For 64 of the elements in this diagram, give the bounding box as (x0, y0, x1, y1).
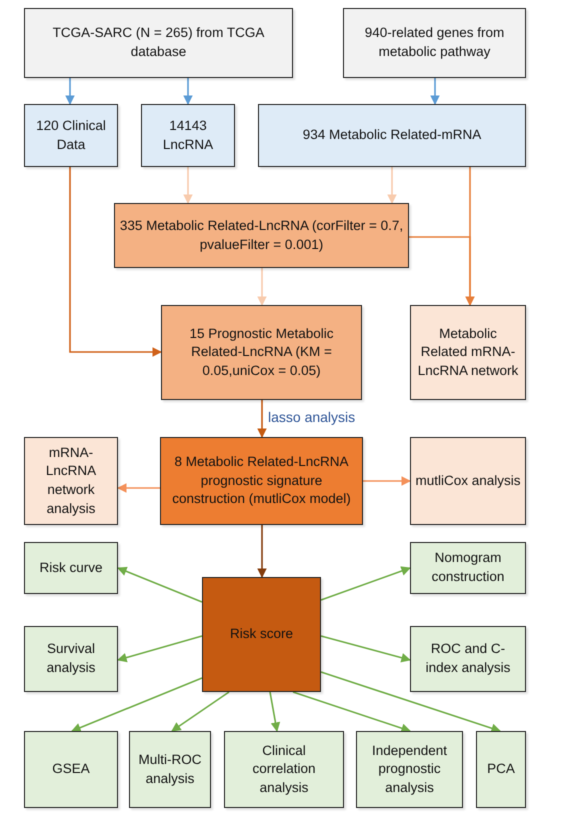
node-text: Nomogram construction (430, 549, 506, 586)
arrow (117, 483, 160, 493)
node-text: Clinical correlation analysis (251, 742, 317, 797)
arrow (183, 78, 193, 105)
node-text: 14143 LncRNA (162, 116, 214, 154)
process-box (258, 104, 526, 167)
edge-label: lasso analysis (266, 408, 358, 424)
arrow (65, 78, 75, 105)
process-box (476, 731, 526, 808)
node-text: 120 Clinical Data (35, 116, 107, 154)
node-text: Survival analysis (46, 640, 96, 677)
node-text: ROC and C-index analysis (424, 640, 512, 677)
process-box (356, 731, 463, 808)
node-text: TCGA-SARC (N = 265) from TCGA database (52, 24, 266, 61)
arrow (257, 525, 267, 578)
process-box (24, 542, 118, 594)
arrow (257, 268, 267, 306)
node-text: Multi-ROC analysis (138, 750, 202, 788)
process-box (410, 437, 526, 525)
source-box (343, 8, 526, 78)
process-box (24, 437, 118, 525)
process-box (24, 104, 118, 167)
process-box (410, 542, 526, 594)
node-text: mutliCox analysis (415, 472, 521, 490)
process-box (160, 437, 363, 525)
node-text: 934 Metabolic Related-mRNA (302, 126, 482, 144)
node-text: PCA (487, 760, 515, 778)
arrow (363, 476, 411, 486)
process-box (24, 626, 118, 692)
node-text: Risk score (230, 625, 293, 644)
arrow (117, 566, 202, 603)
arrow (320, 671, 501, 733)
process-box (141, 104, 235, 167)
node-text: Independent prognostic analysis (370, 742, 448, 797)
arrow (320, 635, 411, 662)
process-box (129, 731, 211, 808)
arrow (320, 566, 411, 601)
source-box (24, 8, 293, 78)
process-box (410, 305, 526, 400)
arrow (257, 400, 267, 438)
node-text: GSEA (52, 760, 90, 778)
arrow (183, 167, 193, 204)
node-text: Metabolic Related mRNA-LncRNA network (416, 324, 520, 380)
process-box (410, 626, 526, 692)
node-text: 335 Metabolic Related-LncRNA (corFilter = 0.7, pvalueFilter = 0.001) (119, 216, 404, 254)
score-box (202, 577, 321, 692)
node-text: 15 Prognostic Metabolic Related-LncRNA (KM = 0.05,uniCox = 0.05) (188, 324, 335, 380)
arrow (69, 167, 162, 357)
process-box (24, 731, 118, 808)
node-text: 940-related genes from metabolic pathway (364, 24, 506, 61)
process-box (224, 731, 344, 808)
node-text: mRNA-LncRNA network analysis (44, 444, 98, 518)
arrow (117, 635, 202, 662)
node-text: Risk curve (39, 558, 102, 577)
arrow (387, 167, 397, 204)
arrow (292, 691, 411, 733)
process-box (114, 203, 409, 268)
process-box (161, 305, 362, 400)
node-text: 8 Metabolic Related-LncRNA prognostic signature construction (mutliCox model) (171, 453, 352, 508)
arrow (71, 677, 202, 732)
arrow (171, 691, 230, 732)
arrow (269, 692, 280, 732)
arrow (430, 78, 440, 105)
arrow (409, 236, 475, 306)
